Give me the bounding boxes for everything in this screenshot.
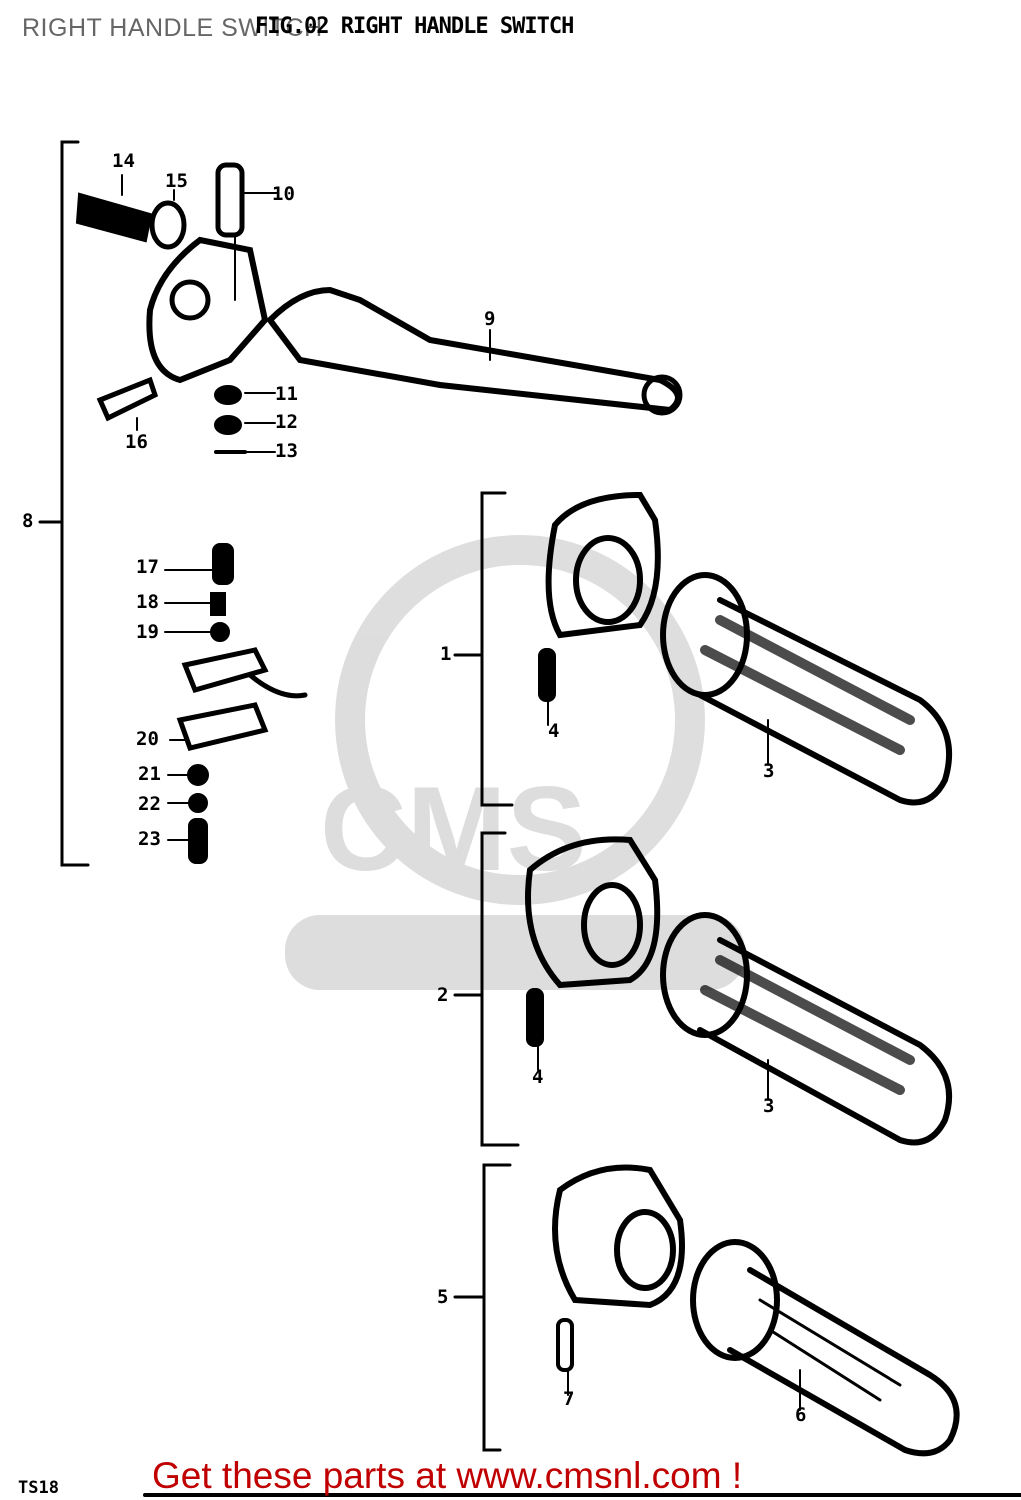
callout: 23 — [138, 828, 161, 850]
grip-2 — [660, 912, 953, 1146]
callout: 20 — [136, 728, 159, 750]
switch-housing-1 — [538, 491, 661, 702]
promo-link[interactable]: Get these parts at www.cmsnl.com ! — [152, 1455, 743, 1496]
group-leader-lines — [537, 699, 801, 1411]
callout: 8 — [22, 510, 34, 532]
callout: 17 — [136, 556, 159, 578]
callout: 18 — [136, 591, 159, 613]
callout: 11 — [275, 383, 298, 405]
callout: 15 — [165, 170, 188, 192]
bracket-1 — [453, 491, 514, 807]
callout: 1 — [440, 643, 452, 665]
callout: 5 — [437, 1286, 449, 1308]
callout: 16 — [125, 431, 148, 453]
callout: 10 — [272, 183, 295, 205]
callout: 7 — [563, 1388, 575, 1410]
lever-assembly — [75, 162, 683, 454]
switch-housing-5 — [552, 1164, 685, 1372]
callout: 14 — [112, 150, 135, 172]
callout: 3 — [763, 1095, 775, 1117]
callout: 19 — [136, 621, 159, 643]
figure-title: FIG.02 RIGHT HANDLE SWITCH — [255, 14, 574, 39]
switch-housing-2 — [525, 836, 661, 1047]
callout: 6 — [795, 1404, 807, 1426]
bracket-5 — [453, 1163, 512, 1452]
switch-small-parts — [176, 543, 308, 864]
model-code: TS18 — [18, 1478, 59, 1498]
callout: 3 — [763, 760, 775, 782]
page-title: RIGHT HANDLE SWITCH — [22, 14, 323, 42]
grip-1 — [660, 572, 953, 806]
leader-lines — [121, 174, 491, 841]
callout: 2 — [437, 984, 449, 1006]
callout: 4 — [532, 1066, 544, 1088]
watermark-logo: CMS — [285, 535, 745, 990]
bracket-2 — [453, 831, 520, 1147]
grip-5 — [690, 1239, 960, 1457]
callout: 12 — [275, 411, 298, 433]
callout: 22 — [138, 793, 161, 815]
svg-text:CMS: CMS — [320, 762, 587, 896]
bracket-8 — [38, 140, 90, 867]
callout: 9 — [484, 308, 496, 330]
callout: 4 — [548, 720, 560, 742]
callout: 13 — [275, 440, 298, 462]
callout: 21 — [138, 763, 161, 785]
